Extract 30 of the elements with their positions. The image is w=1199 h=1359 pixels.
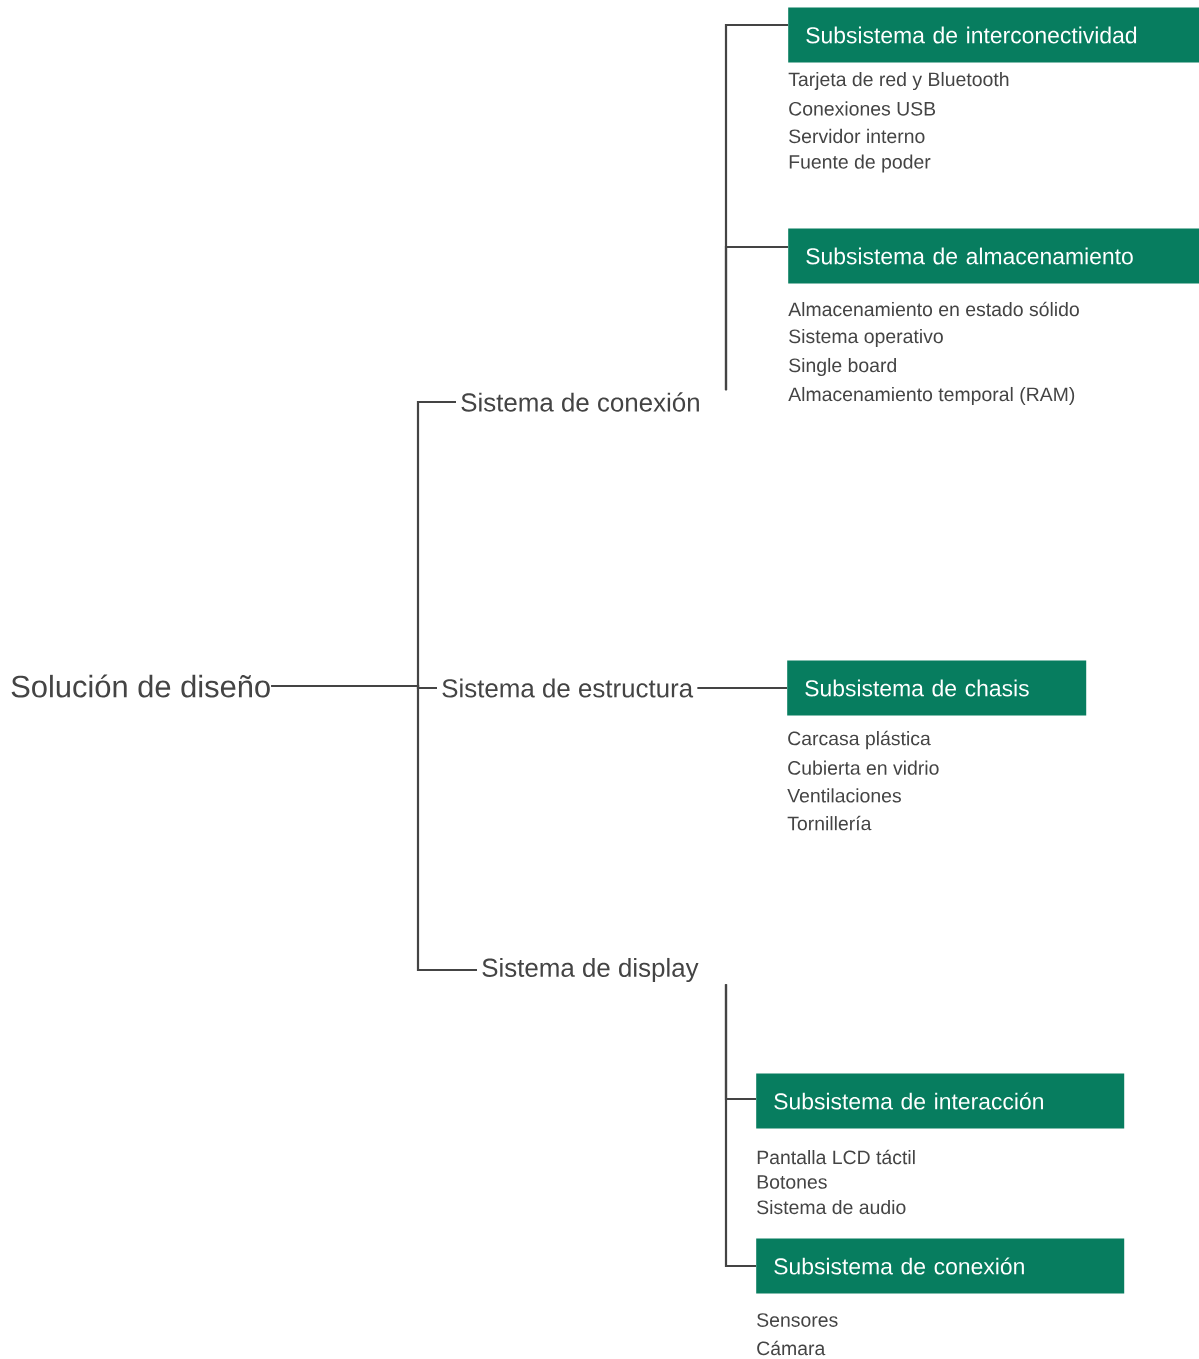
list-item: Tarjeta de red y Bluetooth [788,71,1009,91]
list-item: Almacenamiento en estado sólido [788,301,1079,317]
branch-label: Sistema de display [482,957,699,983]
list-item: Cubierta en vidrio [788,760,939,775]
subsystem-box: Subsistema de chasis [787,660,1087,716]
branch-label: Sistema de estructura [442,678,694,698]
list-item: Sistema operativo [789,328,943,348]
subsystem-box: Subsistema de almacenamiento [788,228,1199,284]
root-label: Solución de diseño [11,674,270,698]
connector-line [271,684,477,972]
list-item: Sistema de audio [757,1199,906,1215]
list-item: Single board [789,357,896,377]
connector-line [724,984,756,1268]
list-item: Sensores [757,1313,838,1327]
subsystem-box: Subsistema de conexión [756,1238,1125,1294]
list-item: Tornillería [787,815,872,831]
list-item: Servidor interno [789,128,925,144]
list-item: Cámara [757,1340,826,1356]
branch-label: Sistema de conexión [461,392,699,412]
list-item: Ventilaciones [787,788,901,803]
subsystem-box: Subsistema de interconectividad [788,7,1199,63]
list-item: Almacenamiento temporal (RAM) [788,386,1075,406]
list-item: Botones [757,1175,827,1189]
list-item: Pantalla LCD táctil [757,1149,915,1165]
connector-line [697,686,787,690]
list-item: Fuente de poder [789,154,931,173]
subsystem-box: Subsistema de interacción [756,1073,1125,1129]
connector-line [724,245,788,391]
list-item: Conexiones USB [789,101,936,116]
list-item: Carcasa plástica [788,730,931,750]
